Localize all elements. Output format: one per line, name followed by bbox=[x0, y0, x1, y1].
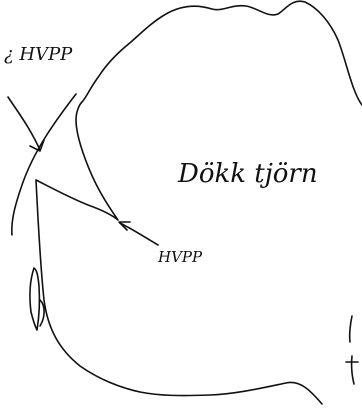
lake-name-label: Dökk tjörn bbox=[177, 159, 318, 189]
pond-outline bbox=[35, 0, 362, 405]
small-scribble bbox=[29, 267, 41, 331]
small-scribble-tail bbox=[39, 299, 45, 327]
upper-arrow-line bbox=[7, 96, 41, 151]
curved-edge-line bbox=[11, 93, 77, 236]
lower-hvpp-label: HVPP bbox=[157, 248, 203, 266]
upper-arrow-head bbox=[29, 139, 45, 152]
lower-arrow-line bbox=[119, 222, 159, 246]
lower-arrow-head bbox=[118, 221, 131, 231]
edge-mark-1 bbox=[348, 315, 353, 343]
upper-hvpp-label: ¿ HVPP bbox=[4, 44, 73, 65]
edge-mark-2 bbox=[345, 355, 359, 385]
